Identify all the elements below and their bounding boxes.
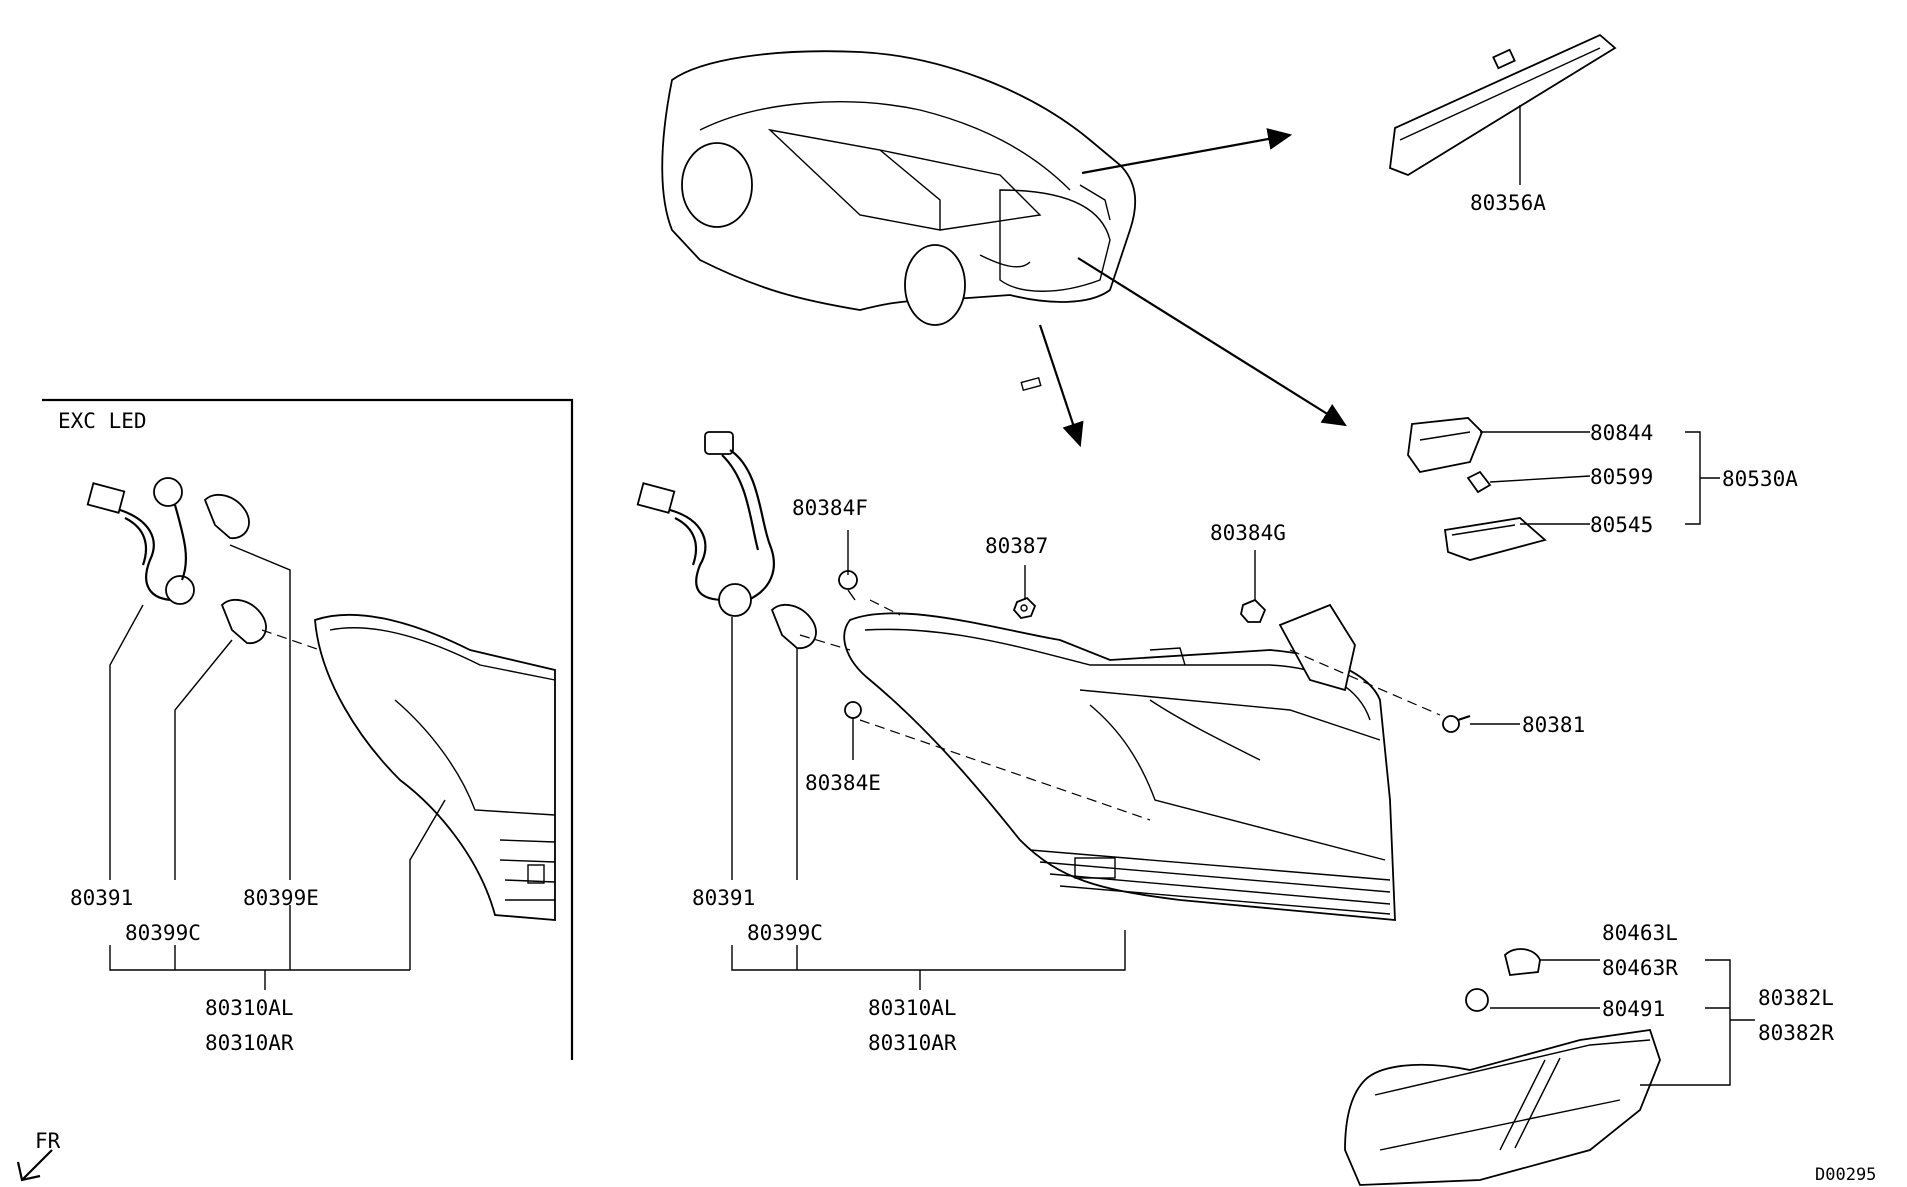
direction-label: FR <box>35 1129 61 1153</box>
arrow-to-stop-lamp <box>1081 128 1293 175</box>
inset-tail-lamp <box>314 613 556 921</box>
arrow-to-license-lamp <box>1077 257 1347 427</box>
part-label-80387: 80387 <box>985 534 1048 558</box>
part-label-80310AL: 80310AL <box>868 996 957 1020</box>
vehicle-illustration <box>661 50 1137 392</box>
high-mount-stop-lamp <box>1389 33 1617 185</box>
inset-socket-wire <box>86 477 267 644</box>
inset-title: EXC LED <box>58 409 147 433</box>
part-label-80356A: 80356A <box>1470 191 1546 215</box>
clip-80384F <box>838 570 858 601</box>
part-label-80381: 80381 <box>1522 713 1585 737</box>
part-label-80463L: 80463L <box>1602 921 1678 945</box>
inset-label-80310AL: 80310AL <box>205 996 294 1020</box>
part-label-80545: 80545 <box>1590 513 1653 537</box>
arrow-to-tail-lamp <box>1038 324 1084 448</box>
part-label-80599: 80599 <box>1590 465 1653 489</box>
part-label-80382R: 80382R <box>1758 1021 1834 1045</box>
inset-frame <box>42 398 574 1060</box>
nut-80387 <box>1012 596 1037 619</box>
part-label-80384E: 80384E <box>805 771 881 795</box>
inset-label-80399E: 80399E <box>243 886 319 910</box>
part-label-80399C: 80399C <box>747 921 823 945</box>
inset-label-80399C: 80399C <box>125 921 201 945</box>
part-label-80310AR: 80310AR <box>868 1031 957 1055</box>
fog-lamp <box>1344 948 1661 1186</box>
part-label-80384F: 80384F <box>792 496 868 520</box>
main-socket-wire <box>636 431 817 649</box>
license-lamp-parts <box>1407 417 1547 561</box>
inset-label-80310AR: 80310AR <box>205 1031 294 1055</box>
screw-80381 <box>1442 714 1471 733</box>
part-label-80382L: 80382L <box>1758 986 1834 1010</box>
part-label-80391: 80391 <box>692 886 755 910</box>
part-label-80384G: 80384G <box>1210 521 1286 545</box>
part-label-80491: 80491 <box>1602 997 1665 1021</box>
clip-80384G <box>1240 598 1267 623</box>
part-label-80530A: 80530A <box>1722 467 1798 491</box>
inset-label-80391: 80391 <box>70 886 133 910</box>
main-tail-lamp <box>843 603 1396 921</box>
diagram-code: D00295 <box>1815 1165 1876 1185</box>
front-direction-arrow-icon <box>16 1149 53 1182</box>
part-label-80844: 80844 <box>1590 421 1653 445</box>
clip-80384E <box>844 701 862 719</box>
part-label-80463R: 80463R <box>1602 956 1678 980</box>
